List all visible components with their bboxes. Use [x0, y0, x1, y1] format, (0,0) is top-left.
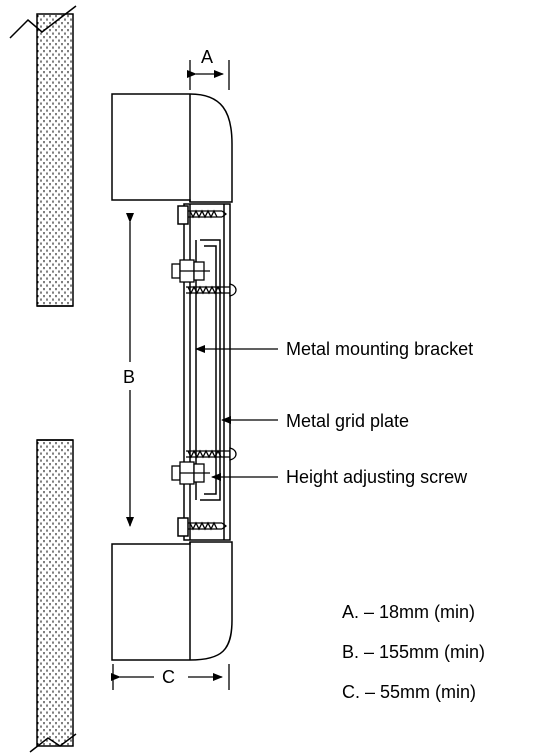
lower-wall-section	[29, 439, 77, 753]
label-metal-mounting-bracket: Metal mounting bracket	[286, 339, 474, 359]
height-adjusting-screw-lower	[171, 447, 237, 485]
dimension-label-a: A	[199, 47, 216, 67]
label-metal-grid-plate: Metal grid plate	[286, 411, 410, 431]
dimension-label-c: C	[160, 667, 177, 687]
spec-dimension-a: A. – 18mm (min)	[342, 602, 476, 622]
label-height-adjusting-screw: Height adjusting screw	[286, 467, 468, 487]
lower-fitting-profile	[111, 541, 233, 661]
bracket-assembly	[177, 203, 231, 541]
spec-dimension-b: B. – 155mm (min)	[342, 642, 486, 662]
height-adjusting-screw-upper	[171, 259, 237, 297]
upper-fitting-profile	[111, 93, 233, 203]
wood-screw-bottom	[188, 521, 228, 531]
dimension-label-b: B	[121, 367, 138, 387]
dimension-c	[111, 664, 230, 690]
wood-screw-top	[188, 209, 228, 219]
upper-wall-section	[9, 5, 77, 307]
callout-leaders	[195, 345, 278, 481]
spec-dimension-c: C. – 55mm (min)	[342, 682, 477, 702]
dimension-a	[187, 60, 230, 90]
